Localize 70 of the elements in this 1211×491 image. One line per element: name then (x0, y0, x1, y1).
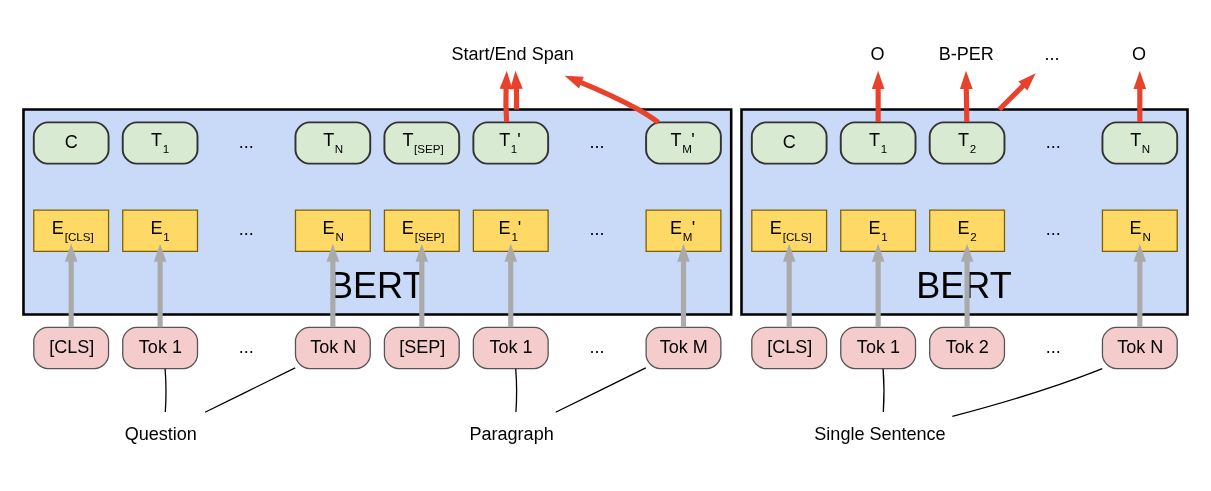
connector (555, 367, 647, 413)
arrow (677, 243, 690, 328)
node-box: E$_{N}$ (1101, 209, 1178, 252)
node-box: [SEP] (383, 326, 460, 370)
label: ... (589, 336, 605, 357)
node-box: T$_{N}$ (294, 121, 372, 165)
label: ... (238, 336, 254, 357)
node-box: T$_{1}$ (121, 121, 199, 165)
node-text: O (1132, 44, 1147, 65)
node-box: T$_{1}$' (472, 121, 550, 165)
arrow (959, 70, 973, 123)
node-box: Tok N (1101, 326, 1178, 370)
node-box: Tok N (294, 326, 371, 370)
node-box: E$_{2}$ (929, 209, 1006, 252)
label: ... (1045, 219, 1061, 240)
connector (882, 368, 885, 413)
arrow (564, 75, 660, 125)
label: ... (238, 219, 254, 240)
node-text: Paragraph (469, 424, 554, 445)
arrow (499, 70, 513, 123)
connector (515, 368, 518, 413)
connector (204, 367, 296, 413)
node-box: E$_{[CLS]}$ (33, 209, 110, 252)
node-box: E$_{[CLS]}$ (751, 209, 828, 252)
node-box: C (32, 121, 110, 165)
node-box: Tok 1 (840, 326, 917, 370)
node-box: [CLS] (33, 326, 110, 370)
connector (164, 368, 167, 413)
node-box: E$_{1}$' (472, 209, 549, 252)
arrow (871, 70, 885, 122)
label: ... (589, 131, 605, 152)
arrow (782, 243, 796, 328)
node-box: E$_{1}$ (840, 209, 917, 252)
arrow (1133, 70, 1147, 122)
node-box: Tok 1 (122, 326, 199, 370)
node-text: B-PER (938, 44, 994, 65)
node-box: T$_{2}$ (928, 121, 1006, 165)
arrow (510, 70, 523, 110)
node-box: E$_{1}$ (122, 209, 199, 252)
label: ... (1045, 336, 1061, 357)
arrow (871, 243, 885, 328)
arrow (960, 243, 974, 328)
node-box: T$_{1}$ (839, 121, 917, 165)
arrow (415, 243, 429, 328)
node-text: Start/End Span (451, 44, 574, 65)
node-box: E$_{N}$ (294, 209, 371, 252)
node-box: [CLS] (751, 326, 828, 370)
label: ... (238, 131, 254, 152)
node-text: Question (124, 424, 197, 445)
node-box: Tok 1 (472, 326, 549, 370)
node-box: T$_{N}$ (1101, 121, 1179, 165)
arrow (1133, 243, 1147, 328)
label: ... (1045, 131, 1061, 152)
arrow (326, 243, 340, 328)
arrow (504, 243, 518, 328)
node-box: C (750, 121, 828, 165)
node-text: Single Sentence (814, 424, 946, 445)
node-box: T$_{[SEP]}$ (383, 121, 461, 165)
arrow (64, 243, 78, 328)
node-text: ... (1044, 44, 1060, 65)
connector (951, 367, 1103, 418)
label: ... (589, 219, 605, 240)
node-box: Tok 2 (929, 326, 1006, 370)
arrow (153, 243, 167, 328)
node-box: Tok M (645, 326, 722, 370)
arrow (997, 73, 1036, 112)
node-box: E$_{[SEP]}$ (383, 209, 460, 252)
node-text: O (870, 44, 885, 65)
node-box: E$_{M}$' (645, 209, 722, 252)
node-box: T$_{M}$' (645, 121, 722, 165)
